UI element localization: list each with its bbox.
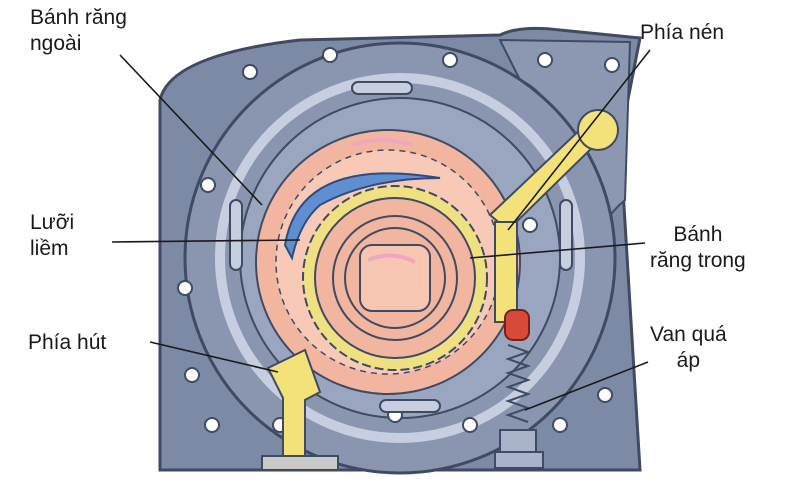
label-relief-valve: Van quá áp [650, 322, 727, 374]
label-relief-valve-line2: áp [676, 349, 701, 372]
leader-outer-gear [119, 54, 263, 206]
inner-gear [302, 185, 488, 371]
leader-discharge [507, 49, 651, 231]
label-discharge-line1: Phía nén [640, 21, 725, 44]
label-crescent: Lưỡi liềm [30, 210, 74, 262]
relief-valve [494, 309, 544, 469]
label-outer-gear-line2: ngoài [30, 32, 82, 55]
label-crescent-line1: Lưỡi [30, 211, 75, 234]
leader-lines [111, 49, 651, 411]
leader-inner-gear [469, 242, 646, 259]
rotation-arrows [351, 138, 416, 264]
label-discharge: Phía nén [640, 20, 724, 46]
leader-relief-valve [524, 361, 649, 411]
label-inner-gear-line2: răng trong [650, 249, 746, 272]
label-outer-gear-line1: Bánh răng [30, 6, 127, 29]
label-inner-gear-line1: Bánh [673, 223, 723, 246]
label-crescent-line2: liềm [30, 237, 69, 260]
label-relief-valve-line1: Van quá [650, 323, 727, 346]
housing-slots [229, 81, 573, 413]
leader-suction [149, 341, 279, 373]
label-suction: Phía hút [28, 330, 106, 356]
leader-crescent [111, 239, 301, 243]
label-inner-gear: Bánh răng trong [650, 222, 746, 274]
suction-channel [261, 348, 339, 471]
crescent [283, 172, 441, 261]
label-suction-line1: Phía hút [28, 331, 107, 354]
label-outer-gear: Bánh răng ngoài [30, 5, 127, 57]
bolt-holes [177, 47, 620, 433]
discharge-channel [488, 109, 619, 323]
